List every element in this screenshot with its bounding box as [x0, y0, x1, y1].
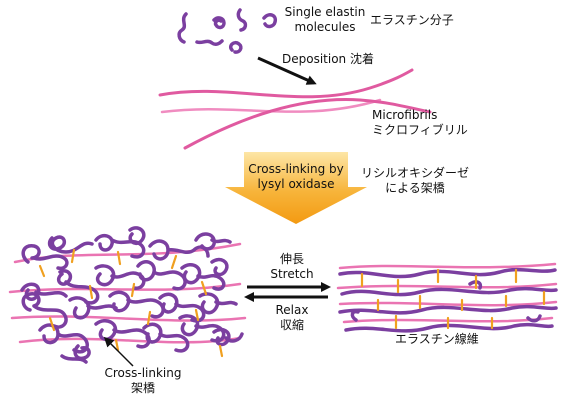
network-crosslinks [38, 248, 224, 358]
fiber-crosslinks [360, 268, 546, 330]
elastin-coil [108, 290, 165, 319]
elastin-coil [136, 260, 187, 291]
single-elastin-label-line2: molecules [294, 20, 356, 34]
crosslink [170, 254, 178, 270]
stretch-label-jp: 伸長 [279, 252, 304, 266]
fiber-microfibrils [336, 262, 558, 324]
elastin-coil [210, 257, 229, 277]
lysyl-oxidase-label-jp: リシルオキシダーゼ による架橋 [360, 166, 470, 196]
microfibril [158, 68, 414, 99]
single-elastin-molecules [177, 8, 278, 54]
crosslinking-by-line2: lysyl oxidase [257, 177, 335, 191]
elastin-coil [21, 292, 68, 329]
lysyl-oxidase-jp-line2: による架橋 [385, 181, 445, 195]
elastin-molecule [195, 39, 224, 46]
elastin-coil [94, 319, 151, 349]
relax-label: Relax 収縮 [262, 303, 322, 333]
elastin-coil [158, 292, 206, 323]
crosslink [146, 310, 152, 326]
elastin-molecule [262, 13, 278, 29]
elastin-coil [60, 354, 88, 364]
crosslinking-label-jp: 架橋 [130, 381, 155, 395]
microfibril [342, 316, 554, 324]
crosslink [88, 284, 94, 300]
elastin-strand [344, 322, 554, 333]
crosslink [70, 248, 76, 264]
microfibril [183, 98, 432, 150]
elastin-strand [526, 314, 542, 323]
crosslinking-by-line1: Cross-linking by [248, 162, 344, 176]
elastic-fiber-stretched [336, 262, 558, 333]
deposition-label: Deposition 沈着 [282, 52, 374, 66]
elastin-coil [212, 327, 244, 347]
crosslink [116, 250, 122, 266]
microfibrils-label-jp: ミクロフィブリル [372, 123, 468, 137]
relax-label-en: Relax [275, 303, 309, 317]
elastin-molecule [236, 8, 248, 32]
elastin-coil [94, 264, 146, 290]
elastin-coil [20, 282, 68, 301]
microfibril [338, 262, 557, 270]
fiber-elastin [338, 267, 558, 333]
microfibril [338, 300, 558, 307]
elastin-coil [180, 263, 226, 291]
crosslink-pointer-arrow [103, 336, 134, 367]
microfibrils-label: Microfibrils [372, 108, 438, 122]
elastin-coil [198, 292, 238, 315]
single-elastin-label-line1: Single elastin [284, 5, 366, 19]
crosslinked-network-relaxed [8, 226, 247, 364]
elastic-fiber-label-jp: エラスチン線維 [395, 332, 479, 346]
crosslink [48, 316, 56, 332]
crosslinking-by-label: Cross-linking by lysyl oxidase [248, 162, 344, 192]
crosslink [38, 264, 46, 278]
cross-linking-process-arrow [225, 152, 367, 224]
elastin-coil [21, 244, 69, 271]
stretch-label-en: Stretch [270, 267, 314, 281]
microfibril [336, 282, 558, 290]
elastin-coil [47, 235, 94, 254]
crosslink [194, 308, 200, 322]
microfibril [10, 315, 247, 322]
crosslink [218, 344, 224, 358]
microfibrils [158, 68, 432, 150]
deposition-arrow [257, 56, 317, 85]
single-elastin-label-jp: エラスチン分子 [370, 13, 454, 27]
elastin-strand [338, 304, 558, 315]
network-elastin [20, 226, 244, 364]
relax-label-jp: 収縮 [279, 318, 304, 332]
elastin-molecule [228, 40, 243, 54]
elastin-strand [350, 309, 360, 322]
elastin-coil [128, 226, 146, 246]
elastin-strand [338, 267, 557, 279]
elastin-molecule [177, 12, 188, 44]
lysyl-oxidase-jp-line1: リシルオキシダーゼ [360, 166, 469, 180]
crosslink [114, 338, 120, 352]
elastin-molecule [212, 16, 226, 30]
elastin-coil [194, 232, 232, 251]
elastin-coil [142, 322, 190, 353]
elastin-strand [340, 286, 558, 297]
crosslink [200, 280, 208, 296]
stretch-label: 伸長 Stretch [262, 252, 322, 282]
crosslinking-label: Cross-linking 架橋 [98, 366, 188, 396]
crosslinking-label-en: Cross-linking [104, 366, 182, 380]
elastin-coil [38, 323, 89, 354]
single-elastin-label: Single elastin molecules [284, 5, 366, 35]
elastin-strand [468, 280, 483, 290]
elastin-coil [73, 344, 91, 361]
elastin-coil [56, 269, 100, 305]
crosslink [130, 282, 136, 298]
